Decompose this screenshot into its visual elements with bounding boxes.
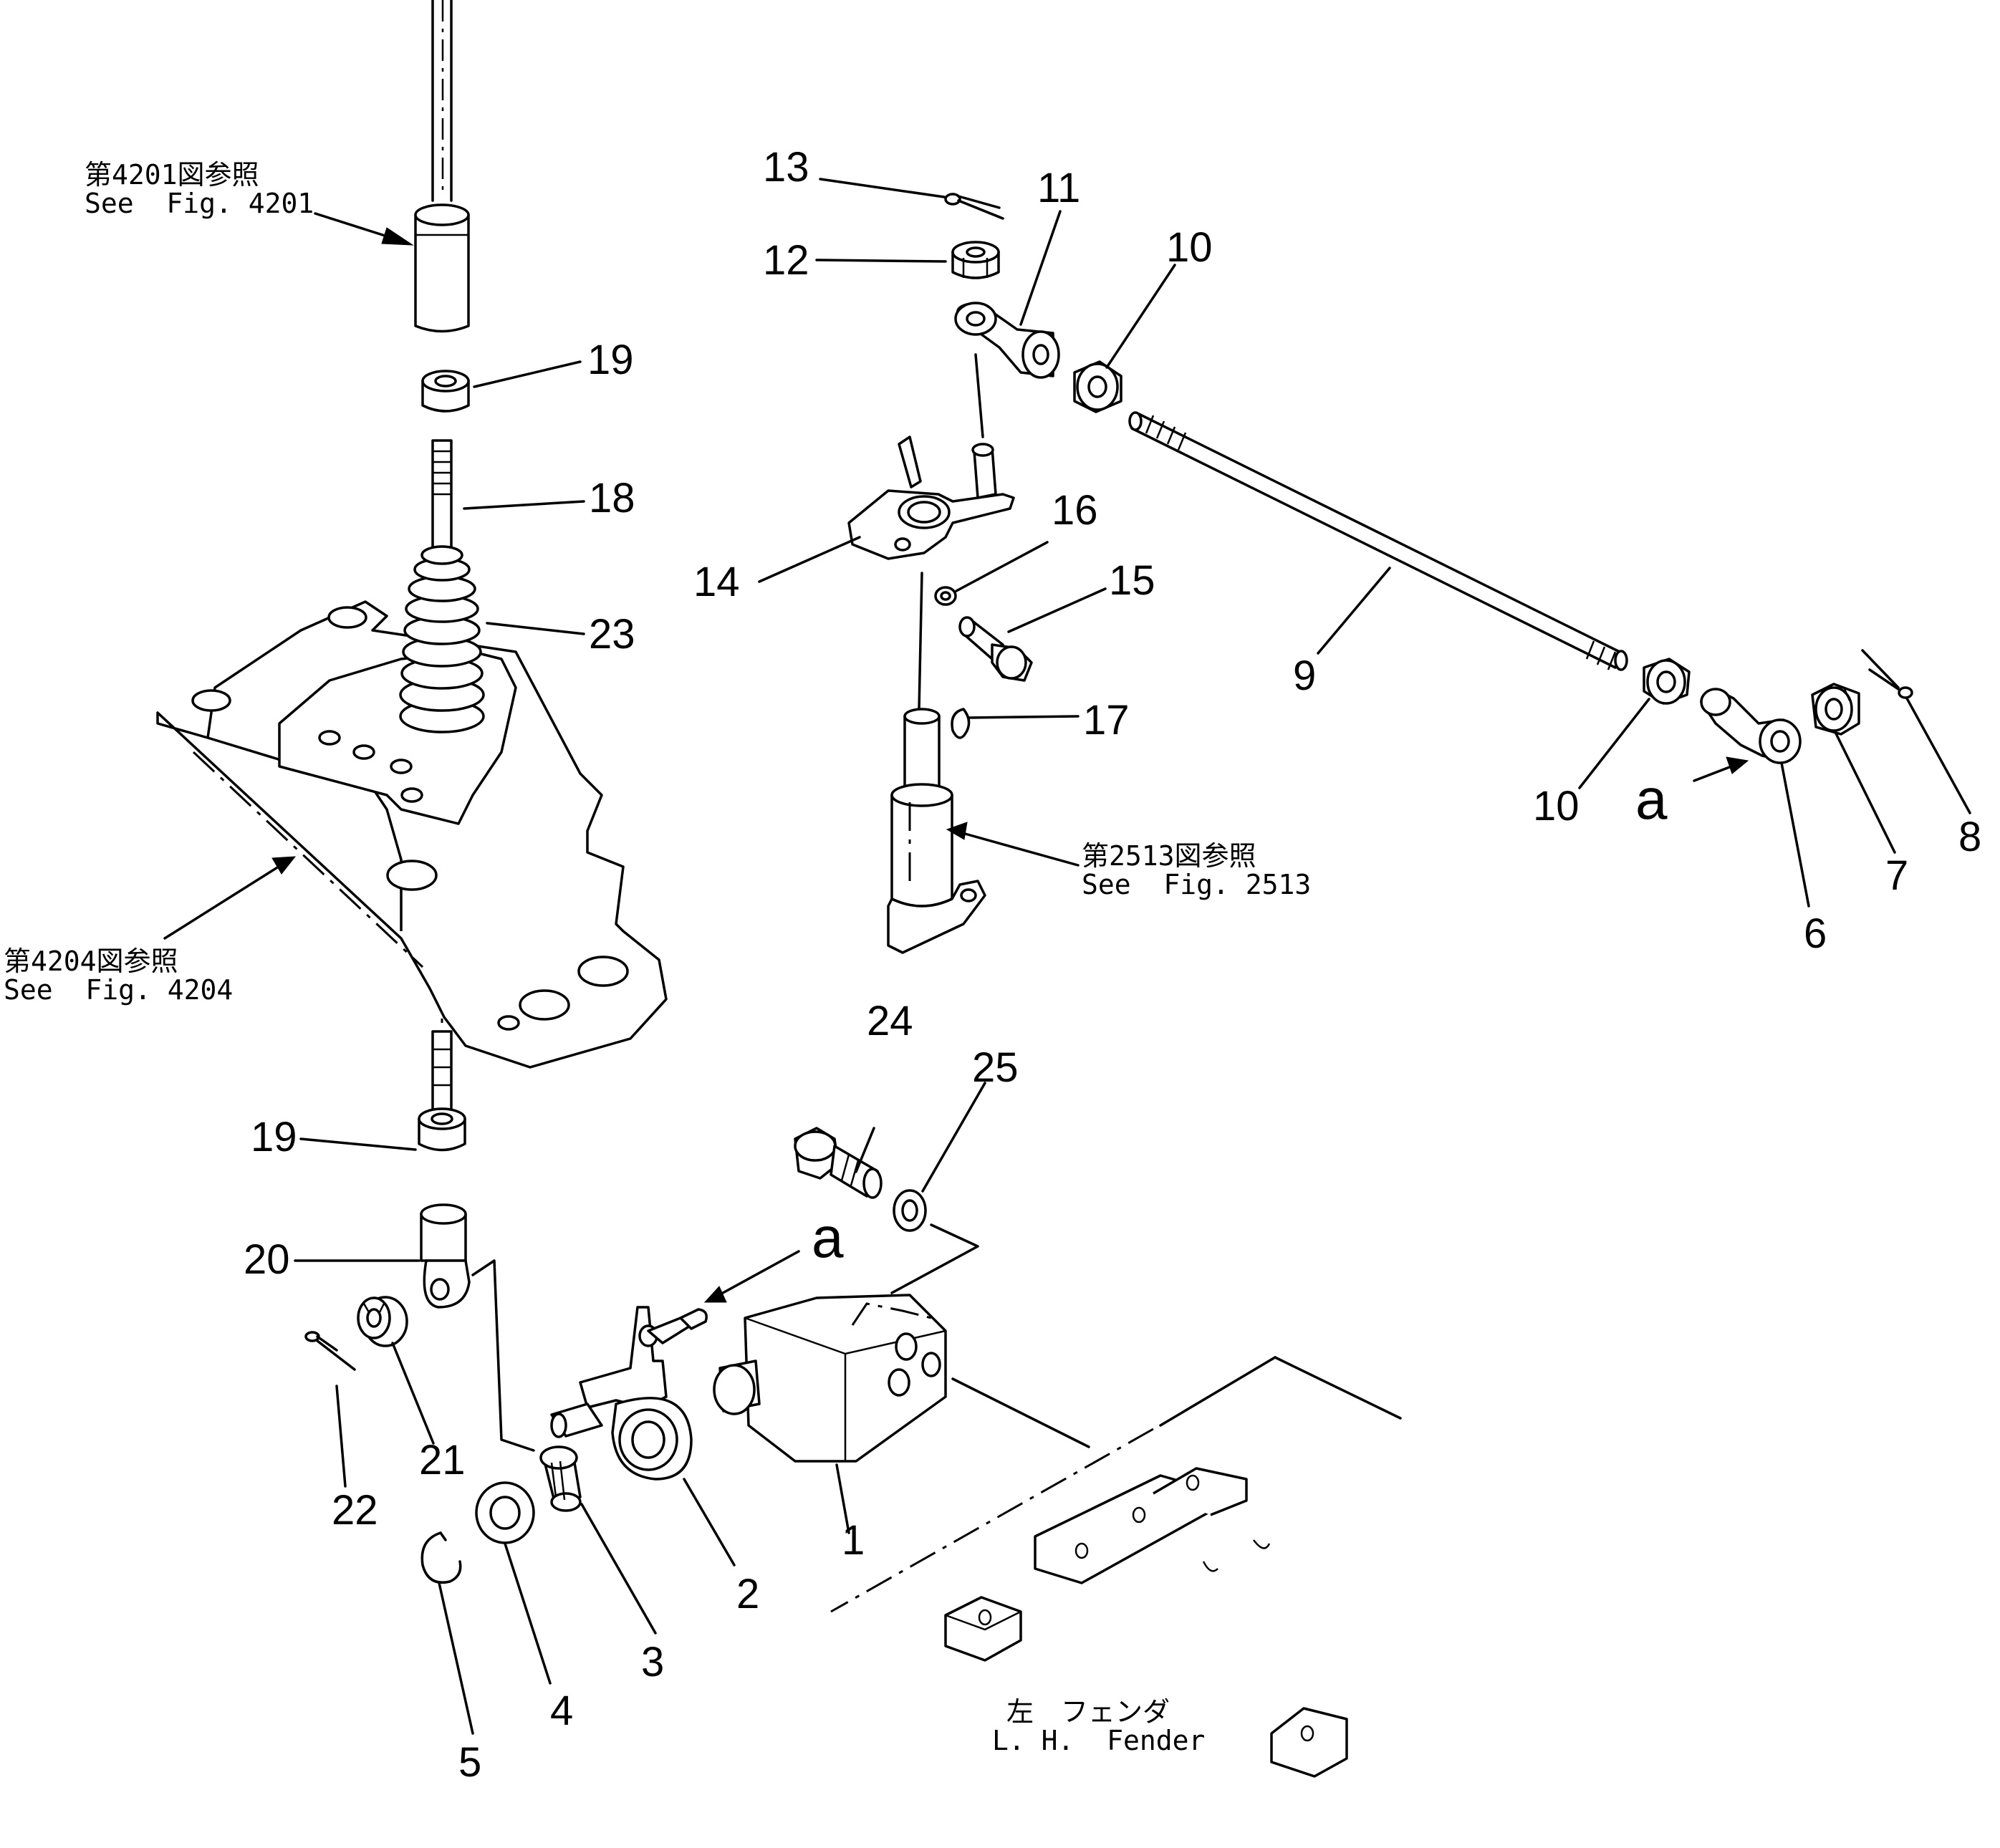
part-10-upper-nut: [1073, 360, 1122, 413]
callout-1: 1: [842, 1517, 865, 1564]
part-9-long-rod: [1128, 411, 1628, 671]
part-15-bolt: [958, 616, 1033, 682]
callout-24: 24: [867, 998, 913, 1044]
part-16-ring: [934, 586, 957, 606]
callout-19-upper: 19: [587, 337, 634, 383]
callout-12: 12: [763, 237, 809, 284]
part-14-lever: [847, 435, 1015, 711]
callout-13: 13: [763, 144, 809, 191]
callout-17: 17: [1083, 697, 1130, 743]
part-25-washer: [890, 1189, 979, 1294]
part-12-castle-nut: [951, 241, 1000, 279]
pivot-shaft: [887, 708, 986, 954]
fender-label-jp: 左 フェンダ: [1006, 1696, 1170, 1728]
part-7-castle-nut: [1811, 683, 1860, 736]
part-5-snap-ring: [420, 1531, 462, 1584]
callout-18: 18: [589, 475, 635, 521]
callout-3: 3: [641, 1639, 664, 1685]
callout-22: 22: [332, 1487, 378, 1534]
callout-21: 21: [419, 1437, 466, 1483]
callout-9: 9: [1293, 653, 1316, 699]
callout-7: 7: [1885, 852, 1908, 899]
part-1-mounting-block: [713, 1294, 947, 1463]
reference-notes: 第4201図参照 See Fig. 4201 第4204図参照 See Fig.…: [4, 159, 1311, 1756]
ref-2513-jp: 第2513図参照: [1082, 840, 1256, 872]
part-2-lever-arm: [550, 1306, 708, 1481]
ref-2513-en: See Fig. 2513: [1082, 869, 1311, 900]
connection-mark-a-right: a: [1635, 767, 1668, 831]
part-3-bushing: [539, 1445, 582, 1512]
part-6-rod-end: [1700, 688, 1802, 764]
part-13-cotter-pin: [944, 193, 1004, 220]
callout-20: 20: [244, 1236, 290, 1283]
part-19-upper-nut: [421, 370, 470, 413]
callout-6: 6: [1804, 910, 1827, 957]
callout-4: 4: [550, 1688, 573, 1734]
callout-10-upper: 10: [1166, 224, 1213, 271]
fender-outline: [830, 1356, 1402, 1778]
part-19-lower-nut: [418, 1107, 466, 1152]
leader-lines: [163, 178, 1971, 1735]
part-17-key: [951, 708, 971, 739]
callout-14: 14: [693, 559, 740, 605]
part-24-bolt: [794, 1127, 883, 1199]
callout-19-lower: 19: [251, 1114, 297, 1160]
callout-11: 11: [1037, 165, 1080, 211]
callout-2: 2: [736, 1571, 759, 1617]
connection-mark-a-left: a: [812, 1205, 844, 1269]
connection-marks: a a: [812, 767, 1668, 1269]
ref-4201-jp: 第4201図参照: [85, 159, 259, 191]
part-21-castle-nut: [357, 1296, 408, 1347]
callout-16: 16: [1052, 487, 1098, 534]
ref-4204-jp: 第4204図参照: [4, 945, 178, 977]
fender-label-en: L. H. Fender: [992, 1725, 1205, 1756]
callout-15: 15: [1109, 557, 1155, 604]
ref-4204-en: See Fig. 4204: [4, 974, 233, 1006]
ref-4201-en: See Fig. 4201: [85, 188, 314, 219]
callout-5: 5: [458, 1739, 481, 1786]
part-23-rubber-boot: [399, 545, 485, 733]
upper-lever-rod: [414, 0, 470, 333]
callout-labels: 1 2 3 4 5 6 7 8 9 10 10 11 12 13 14 15 1…: [244, 144, 1981, 1786]
part-8-cotter-pin: [1861, 649, 1913, 699]
part-11-rod-end: [954, 302, 1060, 438]
callout-10-lower: 10: [1533, 783, 1580, 829]
part-4-washer: [475, 1481, 535, 1544]
part-10-lower-nut: [1643, 658, 1691, 705]
part-22-cotter-pin: [304, 1331, 356, 1371]
part-20-rod-end: [420, 1203, 535, 1452]
callout-8: 8: [1958, 814, 1981, 860]
callout-25: 25: [972, 1044, 1019, 1091]
callout-23: 23: [589, 611, 635, 658]
